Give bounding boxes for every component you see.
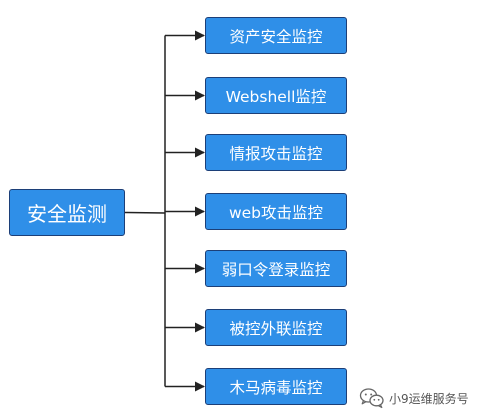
watermark-text: 小9运维服务号 [389,391,469,406]
child-node-web-attack: web攻击监控 [205,193,347,230]
child-node-trojan-virus: 木马病毒监控 [205,368,347,405]
root-stem-line [124,211,166,214]
child-node-asset-security: 资产安全监控 [205,17,347,54]
child-node-c2-outbound: 被控外联监控 [205,309,347,346]
child-node-threat-intel: 情报攻击监控 [205,134,347,171]
watermark: 小9运维服务号 [359,386,469,410]
root-node-security-monitoring: 安全监测 [9,189,125,236]
child-node-weak-password: 弱口令登录监控 [205,250,347,287]
wechat-icon [359,387,385,409]
child-node-webshell: Webshell监控 [205,77,347,114]
